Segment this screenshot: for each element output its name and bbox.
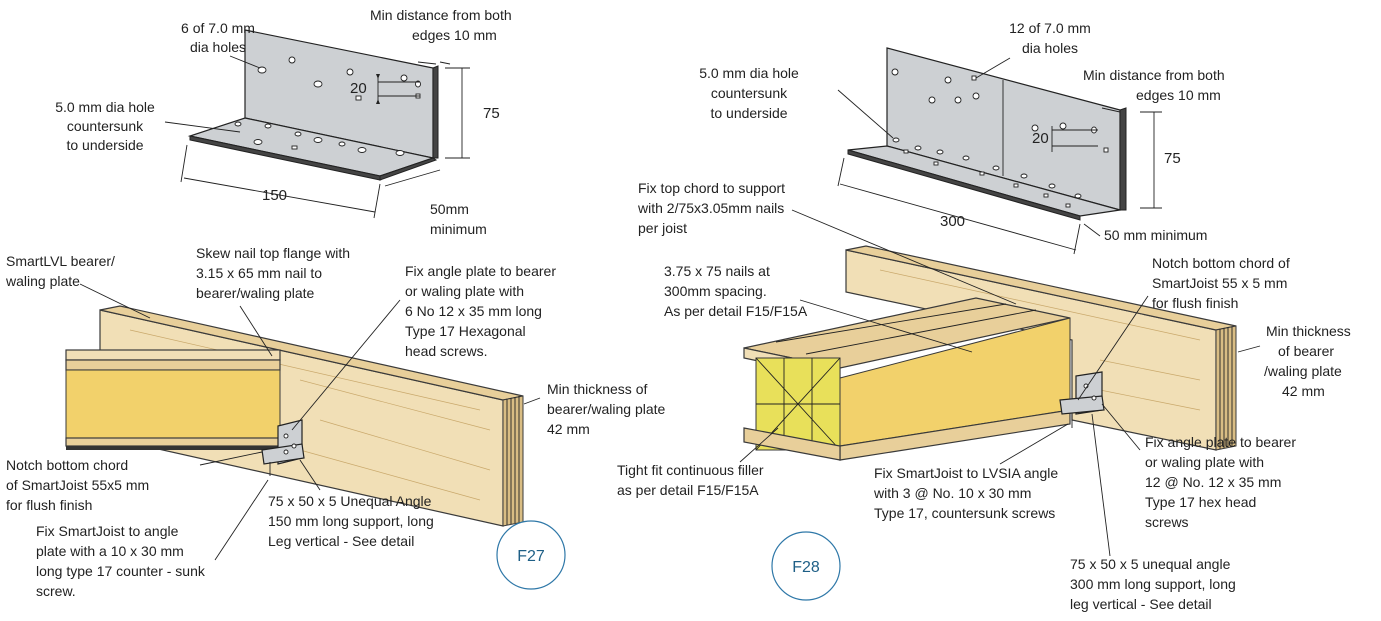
f28-min-thickness-2: of bearer bbox=[1278, 343, 1334, 359]
f27-edge-label-1: Min distance from both bbox=[370, 7, 512, 23]
f27-notch-2: of SmartJoist 55x5 mm bbox=[6, 477, 149, 493]
f28-filler-2: as per detail F15/F15A bbox=[617, 482, 759, 498]
f28-fix-lvsia-3: Type 17, countersunk screws bbox=[874, 505, 1055, 521]
f28-fix-angle-1: Fix angle plate to bearer bbox=[1145, 434, 1296, 450]
f28-badge-text: F28 bbox=[792, 559, 820, 576]
f28-nails-spacing-2: 300mm spacing. bbox=[664, 283, 767, 299]
f28-fix-angle-5: screws bbox=[1145, 514, 1189, 530]
f27-holes-label-1: 6 of 7.0 mm bbox=[181, 20, 255, 36]
f28-dim-50: 50 mm minimum bbox=[1104, 227, 1207, 243]
f28-fix-lvsia-1: Fix SmartJoist to LVSIA angle bbox=[874, 465, 1058, 481]
f28-fix-lvsia-2: with 3 @ No. 10 x 30 mm bbox=[873, 485, 1031, 501]
f28-edge-label-2: edges 10 mm bbox=[1136, 87, 1221, 103]
f27-fix-angle-2: or waling plate with bbox=[405, 283, 524, 299]
f27-dim-150: 150 bbox=[262, 187, 287, 204]
f27-countersunk-1: 5.0 mm dia hole bbox=[55, 99, 155, 115]
f28-notch-2: SmartJoist 55 x 5 mm bbox=[1152, 275, 1287, 291]
f28-edge-label-1: Min distance from both bbox=[1083, 67, 1225, 83]
f27-fix-angle-1: Fix angle plate to bearer bbox=[405, 263, 556, 279]
f27-plate-holes bbox=[234, 56, 421, 156]
f28-min-thickness-3: /waling plate bbox=[1264, 363, 1342, 379]
f27-edge-label-2: edges 10 mm bbox=[412, 27, 497, 43]
f27-skew-nail-2: 3.15 x 65 mm nail to bbox=[196, 265, 322, 281]
f27-dim-75: 75 bbox=[483, 105, 500, 122]
f27-fix-smartjoist-3: long type 17 counter - sunk bbox=[36, 563, 206, 579]
f27-notch-1: Notch bottom chord bbox=[6, 457, 128, 473]
f27-angle-plate bbox=[180, 29, 470, 219]
f28-nails-spacing-1: 3.75 x 75 nails at bbox=[664, 263, 770, 279]
f27-unequal-angle-1: 75 x 50 x 5 Unequal Angle bbox=[268, 493, 432, 509]
f28-unequal-angle-3: leg vertical - See detail bbox=[1070, 596, 1212, 612]
f28-nails-spacing-3: As per detail F15/F15A bbox=[664, 303, 808, 319]
f27-fix-angle-5: head screws. bbox=[405, 343, 487, 359]
f27-dim-20: 20 bbox=[350, 80, 367, 97]
f28-badge: F28 bbox=[771, 531, 841, 601]
f27-badge-text: F27 bbox=[517, 548, 545, 565]
f28-dim-75: 75 bbox=[1164, 150, 1181, 167]
f27-bearer-2: waling plate bbox=[5, 273, 80, 289]
f27-fix-smartjoist-4: screw. bbox=[36, 583, 76, 599]
f28-min-thickness-4: 42 mm bbox=[1282, 383, 1325, 399]
f27-min-thickness-3: 42 mm bbox=[547, 421, 590, 437]
f27-fix-smartjoist-1: Fix SmartJoist to angle bbox=[36, 523, 179, 539]
f28-fix-top-chord-2: with 2/75x3.05mm nails bbox=[637, 200, 784, 216]
f28-fix-top-chord-1: Fix top chord to support bbox=[638, 180, 785, 196]
f28-fix-angle-2: or waling plate with bbox=[1145, 454, 1264, 470]
f27-countersunk-3: to underside bbox=[66, 137, 143, 153]
f27-skew-nail-1: Skew nail top flange with bbox=[196, 245, 350, 261]
f28-holes-label-2: dia holes bbox=[1022, 40, 1078, 56]
f27-fix-angle-3: 6 No 12 x 35 mm long bbox=[405, 303, 542, 319]
f27-min-thickness-1: Min thickness of bbox=[547, 381, 647, 397]
f28-unequal-angle-1: 75 x 50 x 5 unequal angle bbox=[1070, 556, 1231, 572]
f27-unequal-angle-3: Leg vertical - See detail bbox=[268, 533, 414, 549]
f27-dim-50-2: minimum bbox=[430, 221, 487, 237]
f27-unequal-angle-2: 150 mm long support, long bbox=[268, 513, 434, 529]
f27-badge: F27 bbox=[496, 520, 566, 590]
f28-holes-label-1: 12 of 7.0 mm bbox=[1009, 20, 1091, 36]
f28-countersunk-3: to underside bbox=[710, 105, 787, 121]
f28-filler-1: Tight fit continuous filler bbox=[617, 462, 764, 478]
f28-dim-300: 300 bbox=[940, 213, 965, 230]
f27-bearer-1: SmartLVL bearer/ bbox=[6, 253, 115, 269]
f27-dim-50-1: 50mm bbox=[430, 201, 469, 217]
f28-fix-top-chord-3: per joist bbox=[638, 220, 687, 236]
f28-notch-3: for flush finish bbox=[1152, 295, 1238, 311]
f27-fix-smartjoist-2: plate with a 10 x 30 mm bbox=[36, 543, 184, 559]
f27-notch-3: for flush finish bbox=[6, 497, 92, 513]
f28-countersunk-1: 5.0 mm dia hole bbox=[699, 65, 799, 81]
f27-fix-angle-4: Type 17 Hexagonal bbox=[405, 323, 526, 339]
f28-bearer-assembly bbox=[743, 245, 1237, 461]
f28-notch-1: Notch bottom chord of bbox=[1152, 255, 1290, 271]
f28-angle-plate bbox=[837, 47, 1162, 255]
f27-holes-label-2: dia holes bbox=[190, 39, 246, 55]
f28-dim-20: 20 bbox=[1032, 130, 1049, 147]
f28-countersunk-2: countersunk bbox=[711, 85, 788, 101]
f27-min-thickness-2: bearer/waling plate bbox=[547, 401, 666, 417]
f27-countersunk-2: countersunk bbox=[67, 118, 144, 134]
f28-min-thickness-1: Min thickness bbox=[1266, 323, 1351, 339]
f28-unequal-angle-2: 300 mm long support, long bbox=[1070, 576, 1236, 592]
f28-fix-angle-4: Type 17 hex head bbox=[1145, 494, 1256, 510]
f28-fix-angle-3: 12 @ No. 12 x 35 mm bbox=[1145, 474, 1281, 490]
f28-plate-holes bbox=[891, 68, 1109, 208]
f27-skew-nail-3: bearer/waling plate bbox=[196, 285, 315, 301]
